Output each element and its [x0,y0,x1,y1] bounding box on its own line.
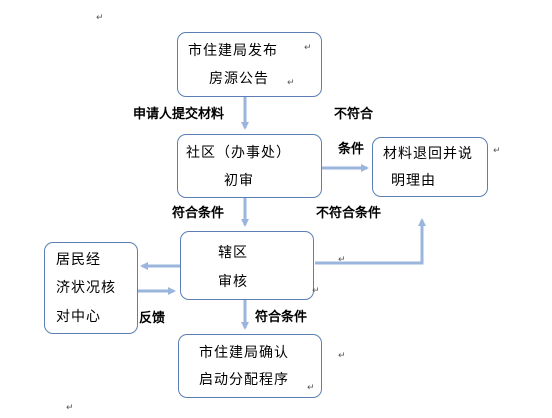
arrow-district-to-return [315,218,426,265]
box-text-line: 审核 [218,274,248,290]
community-review-box: 社区（办事处） 初审 [177,134,322,198]
box-text-line: 对中心 [56,309,101,325]
paragraph-mark: ↵ [312,286,320,296]
box-text-line: 济状况核 [56,280,116,296]
label-applicant-submit: 申请人提交材料 [133,107,225,122]
paragraph-mark: ↵ [96,13,104,23]
label-not-qualified-conditions: 不符合条件 [316,206,382,221]
box-text-line: 初审 [224,173,254,189]
paragraph-mark: ↵ [66,403,74,413]
box-text-line: 居民经 [56,252,101,268]
housing-bureau-confirm-box: 市住建局确认 启动分配程序 [178,334,322,398]
paragraph-mark: ↵ [287,78,295,88]
box-text-line: 市住建局确认 [199,345,289,361]
box-text-line: 明理由 [391,173,436,189]
paragraph-mark: ↵ [307,383,315,393]
housing-bureau-notice-box: 市住建局发布 房源公告 [177,32,322,97]
box-text-line: 启动分配程序 [199,372,289,388]
paragraph-mark: ↵ [493,146,501,156]
paragraph-mark: ↵ [338,255,346,265]
economic-check-center-box: 居民经 济状况核 对中心 [44,242,138,334]
label-not-qualified: 不符合 [334,107,374,122]
label-qualified-1: 符合条件 [172,206,225,221]
box-text-line: 辖区 [218,245,248,261]
box-text-line: 社区（办事处） [186,145,291,161]
box-text-line: 房源公告 [209,71,269,87]
label-feedback: 反馈 [139,311,166,326]
label-qualified-2: 符合条件 [255,310,308,325]
label-conditions: 条件 [338,142,365,157]
paragraph-mark: ↵ [304,43,312,53]
box-text-line: 市住建局发布 [188,43,278,59]
district-review-box: 辖区 审核 [180,231,314,300]
paragraph-mark: ↵ [338,351,346,361]
return-materials-box: 材料退回并说 明理由 [372,137,488,197]
box-text-line: 材料退回并说 [383,146,473,162]
